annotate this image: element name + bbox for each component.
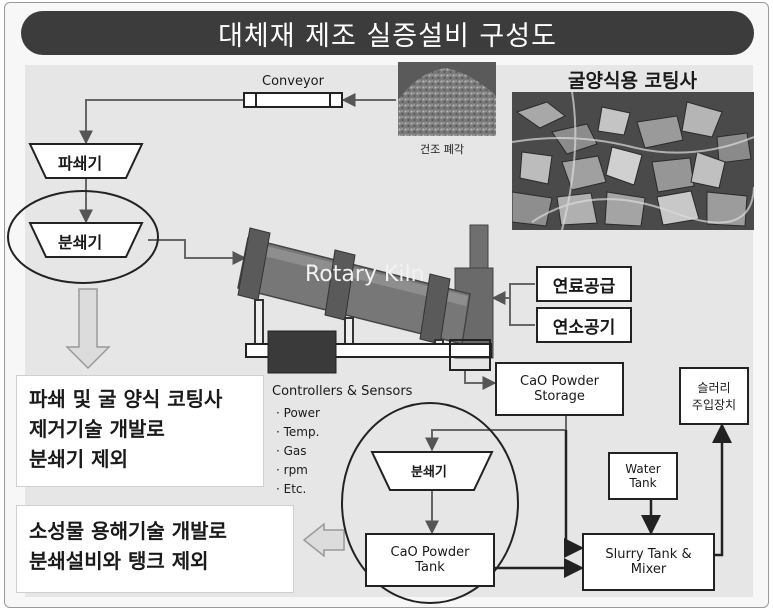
- conveyor-belt: [243, 92, 343, 108]
- note-calcination: 소성물 용해기술 개발로 분쇄설비와 탱크 제외: [16, 505, 294, 593]
- controller-temp: · Temp.: [276, 425, 320, 439]
- slurry-mixer-box: Slurry Tank & Mixer: [582, 533, 715, 591]
- crusher-label: 파쇄기: [58, 154, 103, 173]
- diagram-title: 대체재 제조 실증설비 구성도: [21, 11, 754, 55]
- slurry-injector-box: 슬러리 주입장치: [679, 367, 749, 425]
- conveyor-label: Conveyor: [262, 74, 324, 89]
- fuel-supply-box: 연료공급: [536, 266, 632, 302]
- combustion-air-box: 연소공기: [536, 307, 632, 343]
- controller-etc: · Etc.: [276, 482, 307, 496]
- controllers-items: · Power · Temp. · Gas · rpm · Etc.: [276, 404, 320, 499]
- note-crushing: 파쇄 및 굴 양식 코팅사 제거기술 개발로 분쇄기 제외: [16, 375, 264, 487]
- controller-power: · Power: [276, 406, 320, 420]
- rotary-kiln-label: Rotary Kiln: [305, 262, 425, 287]
- note-crushing-text: 파쇄 및 굴 양식 코팅사 제거기술 개발로 분쇄기 제외: [29, 387, 223, 471]
- coating-sand-photo: [512, 92, 754, 230]
- controllers-title: Controllers & Sensors: [272, 384, 413, 399]
- cao-tank-box: CaO Powder Tank: [365, 533, 495, 587]
- note-calcination-text: 소성물 용해기술 개발로 분쇄설비와 탱크 제외: [29, 519, 227, 573]
- controller-gas: · Gas: [276, 444, 307, 458]
- pulverizer2-label: 분쇄기: [411, 465, 447, 480]
- coating-sand-label: 굴양식용 코팅사: [568, 70, 697, 92]
- dried-shell-label: 건조 폐각: [420, 143, 464, 156]
- dried-shell-photo: [398, 62, 496, 136]
- water-tank-box: Water Tank: [608, 452, 678, 500]
- cao-storage-box: CaO Powder Storage: [495, 362, 624, 416]
- pulverizer-label: 분쇄기: [58, 233, 103, 252]
- controller-rpm: · rpm: [276, 463, 308, 477]
